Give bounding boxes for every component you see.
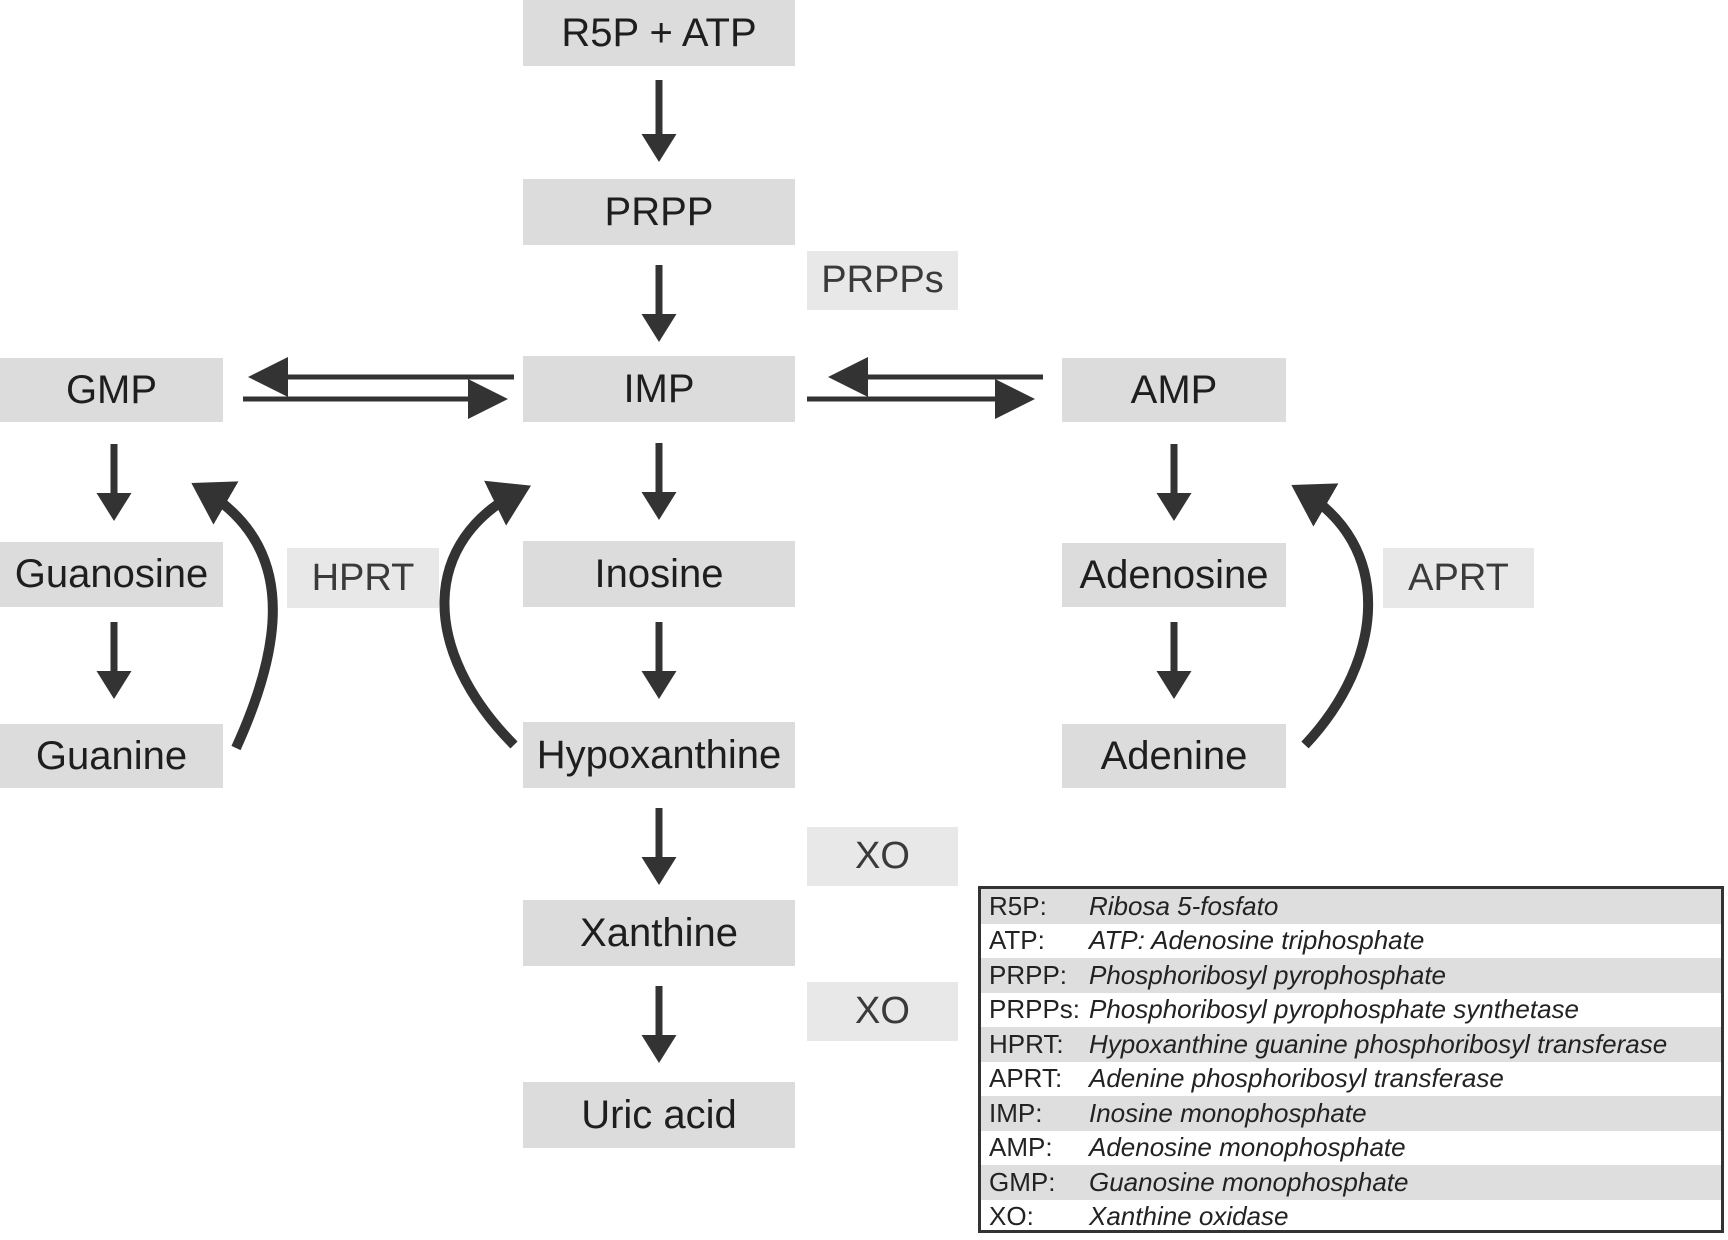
- legend-abbr: GMP:: [989, 1166, 1056, 1197]
- legend-row: GMP: Guanosine monophosphate: [981, 1165, 1721, 1200]
- node-amp: AMP: [1062, 358, 1286, 422]
- legend-row: APRT: Adenine phosphoribosyl transferase: [981, 1062, 1721, 1097]
- legend-abbr: R5P:: [989, 890, 1047, 921]
- legend-definition: Adenosine monophosphate: [1089, 1132, 1406, 1163]
- arrow-guanine-to-gmp-salvage: [191, 481, 278, 751]
- legend-row: PRPP: Phosphoribosyl pyrophosphate: [981, 958, 1721, 993]
- legend-row: R5P: Ribosa 5-fosfato: [981, 889, 1721, 924]
- enzyme-xo-2: XO: [807, 982, 958, 1041]
- legend-definition: Adenine phosphoribosyl transferase: [1089, 1063, 1504, 1094]
- legend-definition: Hypoxanthine guanine phosphoribosyl tran…: [1089, 1028, 1668, 1059]
- legend-definition: Guanosine monophosphate: [1089, 1166, 1409, 1197]
- legend-definition: Phosphoribosyl pyrophosphate synthetase: [1089, 994, 1579, 1025]
- node-adenosine: Adenosine: [1062, 543, 1286, 607]
- legend-row: HPRT: Hypoxanthine guanine phosphoribosy…: [981, 1027, 1721, 1062]
- legend-abbr: HPRT:: [989, 1028, 1064, 1059]
- legend-abbr: PRPP:: [989, 959, 1068, 990]
- legend: R5P: Ribosa 5-fosfato ATP: ATP: Adenosin…: [978, 886, 1724, 1233]
- node-inosine: Inosine: [523, 541, 795, 607]
- legend-definition: Xanthine oxidase: [1089, 1201, 1289, 1232]
- node-gmp: GMP: [0, 358, 223, 422]
- legend-abbr: AMP:: [989, 1132, 1053, 1163]
- legend-definition: Ribosa 5-fosfato: [1089, 890, 1279, 921]
- legend-row: XO: Xanthine oxidase: [981, 1200, 1721, 1235]
- node-guanosine: Guanosine: [0, 542, 223, 607]
- legend-abbr: XO:: [989, 1201, 1034, 1232]
- enzyme-hprt: HPRT: [287, 548, 439, 608]
- node-r5p-atp: R5P + ATP: [523, 0, 795, 66]
- node-imp: IMP: [523, 356, 795, 422]
- node-uric-acid: Uric acid: [523, 1082, 795, 1148]
- legend-definition: Inosine monophosphate: [1089, 1097, 1367, 1128]
- node-hypoxanthine: Hypoxanthine: [523, 722, 795, 788]
- node-adenine: Adenine: [1062, 724, 1286, 788]
- legend-abbr: PRPPs:: [989, 994, 1081, 1025]
- legend-row: IMP: Inosine monophosphate: [981, 1096, 1721, 1131]
- legend-abbr: IMP:: [989, 1097, 1043, 1128]
- enzyme-prpps: PRPPs: [807, 251, 958, 310]
- legend-definition: Phosphoribosyl pyrophosphate: [1089, 959, 1447, 990]
- legend-row: PRPPs: Phosphoribosyl pyrophosphate synt…: [981, 993, 1721, 1028]
- arrow-hypoxanthine-to-imp-salvage: [439, 480, 531, 749]
- legend-row: ATP: ATP: Adenosine triphosphate: [981, 924, 1721, 959]
- arrow-adenine-to-amp-salvage: [1291, 483, 1374, 749]
- enzyme-aprt: APRT: [1383, 548, 1534, 608]
- legend-row: AMP: Adenosine monophosphate: [981, 1131, 1721, 1166]
- node-guanine: Guanine: [0, 724, 223, 788]
- legend-definition: ATP: Adenosine triphosphate: [1089, 925, 1425, 956]
- legend-abbr: ATP:: [989, 925, 1045, 956]
- node-xanthine: Xanthine: [523, 900, 795, 966]
- legend-abbr: APRT:: [989, 1063, 1063, 1094]
- enzyme-xo-1: XO: [807, 827, 958, 886]
- node-prpp: PRPP: [523, 179, 795, 245]
